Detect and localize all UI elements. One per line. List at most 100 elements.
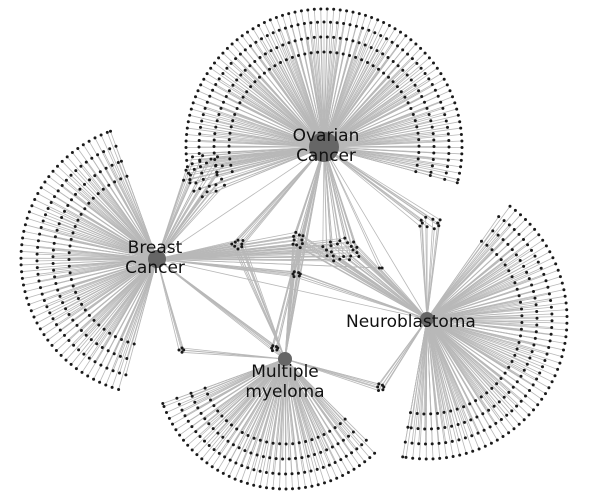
gene-node bbox=[460, 146, 464, 149]
gene-node bbox=[312, 35, 316, 39]
gene-node bbox=[191, 155, 194, 159]
edge bbox=[323, 48, 421, 148]
gene-node bbox=[565, 315, 569, 318]
gene-node bbox=[428, 174, 432, 177]
edge bbox=[57, 165, 158, 260]
edge bbox=[426, 295, 566, 320]
edge bbox=[426, 289, 564, 320]
gene-node bbox=[451, 95, 454, 99]
gene-node bbox=[65, 155, 69, 159]
edge bbox=[81, 258, 158, 373]
edge bbox=[186, 134, 325, 148]
gene-node bbox=[25, 216, 29, 220]
edge bbox=[70, 175, 158, 260]
gene-node bbox=[560, 281, 564, 285]
edge bbox=[426, 318, 498, 441]
gene-node bbox=[274, 457, 278, 461]
gene-node bbox=[524, 218, 527, 221]
gene-node bbox=[335, 51, 339, 55]
edge bbox=[175, 358, 286, 431]
gene-node bbox=[540, 397, 544, 401]
gene-node bbox=[501, 435, 505, 438]
edge bbox=[426, 318, 447, 458]
gene-node bbox=[27, 210, 31, 214]
edge bbox=[206, 73, 325, 148]
gene-node bbox=[38, 232, 42, 236]
gene-node bbox=[406, 52, 410, 56]
gene-node bbox=[351, 10, 355, 14]
edge bbox=[323, 146, 428, 320]
gene-node bbox=[295, 243, 299, 247]
edge bbox=[323, 15, 366, 148]
gene-node bbox=[60, 216, 64, 219]
edge bbox=[425, 217, 428, 320]
gene-node bbox=[189, 391, 193, 395]
edge bbox=[118, 258, 158, 390]
edge bbox=[420, 220, 428, 320]
edge bbox=[206, 146, 325, 193]
gene-node bbox=[422, 412, 426, 416]
edge bbox=[88, 140, 158, 260]
gene-node bbox=[227, 138, 231, 142]
gene-node bbox=[67, 258, 71, 261]
gene-node bbox=[423, 100, 426, 104]
gene-node bbox=[464, 451, 468, 455]
gene-node bbox=[436, 426, 440, 430]
gene-node bbox=[348, 23, 352, 27]
edge bbox=[426, 257, 554, 320]
gene-node bbox=[93, 360, 97, 364]
edges bbox=[21, 9, 567, 489]
gene-node bbox=[223, 183, 226, 187]
gene-node bbox=[536, 260, 540, 264]
gene-node bbox=[539, 266, 543, 270]
gene-node bbox=[322, 433, 326, 436]
gene-node bbox=[184, 152, 188, 156]
gene-node bbox=[329, 244, 333, 248]
gene-node bbox=[53, 275, 57, 279]
edge bbox=[323, 17, 373, 148]
gene-node bbox=[64, 178, 68, 182]
edge bbox=[37, 193, 158, 260]
gene-node bbox=[219, 106, 223, 110]
gene-node bbox=[239, 479, 243, 483]
edge bbox=[323, 146, 383, 269]
edge bbox=[183, 358, 286, 441]
gene-node bbox=[432, 227, 436, 231]
gene-node bbox=[512, 427, 516, 431]
gene-node bbox=[245, 90, 249, 94]
gene-node bbox=[60, 184, 64, 187]
gene-node bbox=[281, 13, 284, 17]
gene-node bbox=[477, 447, 481, 451]
gene-node bbox=[231, 443, 235, 447]
edge bbox=[83, 144, 158, 260]
gene-node bbox=[64, 358, 68, 362]
gene-node bbox=[450, 424, 454, 428]
edge bbox=[191, 358, 286, 451]
gene-node bbox=[430, 442, 434, 446]
edge bbox=[426, 318, 434, 459]
gene-node bbox=[38, 327, 42, 331]
gene-node bbox=[214, 125, 218, 129]
edge bbox=[426, 318, 454, 457]
gene-node bbox=[214, 189, 218, 193]
gene-node bbox=[485, 243, 489, 247]
edge bbox=[253, 358, 286, 486]
gene-node bbox=[527, 413, 531, 417]
gene-node bbox=[116, 161, 120, 164]
gene-node bbox=[190, 448, 194, 452]
gene-node bbox=[203, 439, 206, 443]
edge bbox=[72, 152, 158, 260]
gene-node bbox=[240, 464, 244, 468]
gene-node bbox=[357, 12, 361, 16]
gene-node bbox=[445, 83, 449, 87]
gene-node bbox=[230, 170, 234, 174]
gene-node bbox=[391, 80, 395, 84]
gene-node bbox=[373, 451, 377, 455]
gene-node bbox=[517, 422, 521, 426]
edge bbox=[323, 114, 459, 148]
gene-node bbox=[505, 413, 509, 417]
gene-node bbox=[544, 279, 548, 283]
edge bbox=[110, 131, 158, 260]
edge bbox=[323, 28, 396, 148]
gene-node bbox=[191, 101, 195, 105]
